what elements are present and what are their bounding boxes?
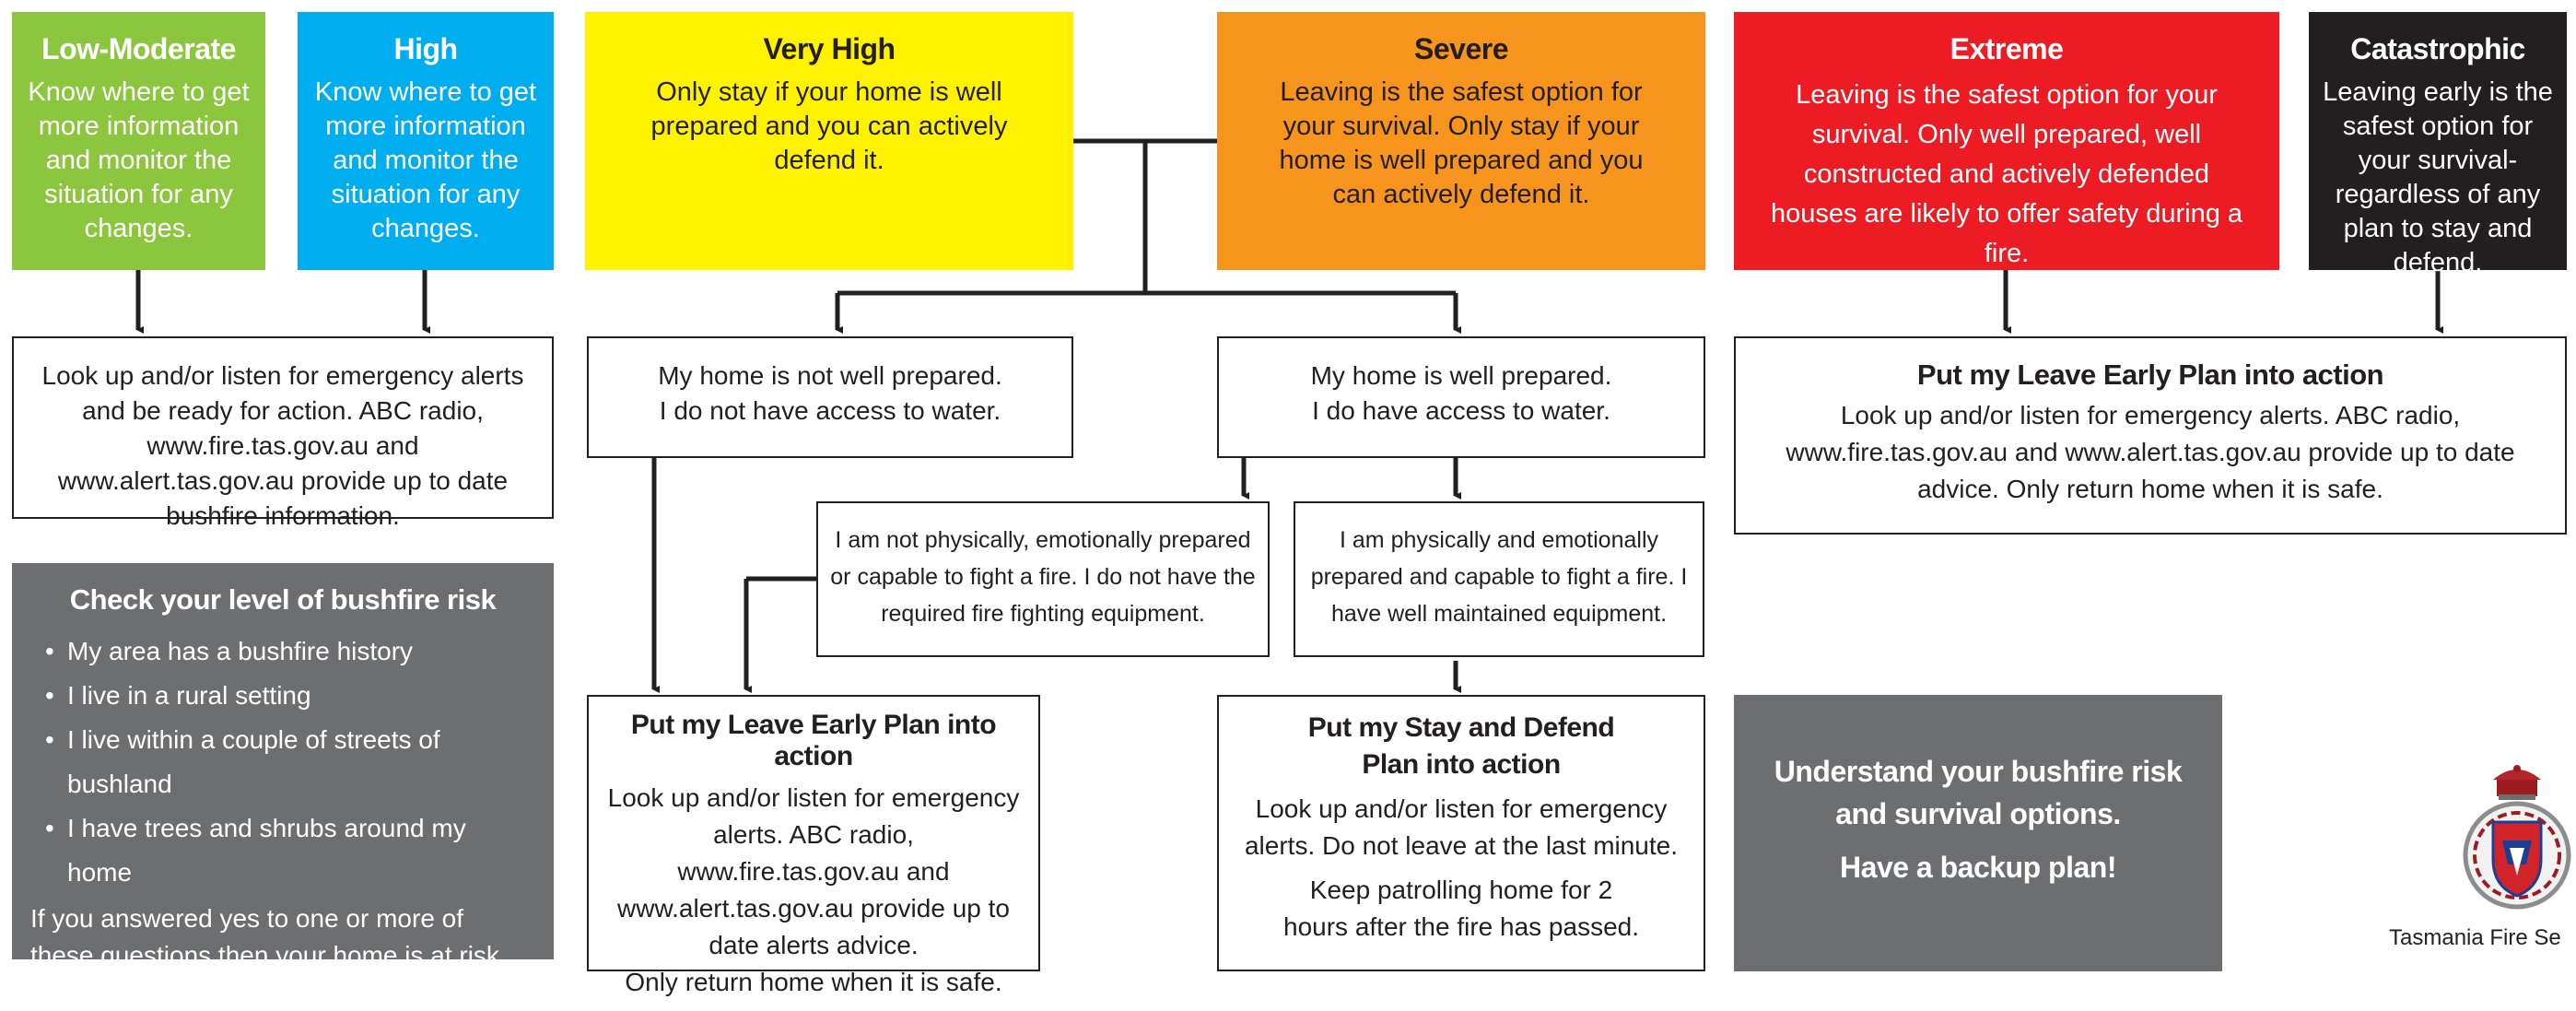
risk-check-item: I live in a rural setting [30,674,535,718]
level-description: Leaving is the safest option for your su… [1770,80,2243,268]
level-extreme: Extreme Leaving is the safest option for… [1734,12,2279,270]
risk-check-panel: Check your level of bushfire risk My are… [12,563,554,1006]
risk-check-item: I live within a couple of streets of bus… [30,718,535,806]
action-text: Look up and/or listen for emergency aler… [41,361,524,530]
lowhigh-action-box: Look up and/or listen for emergency aler… [12,336,554,530]
leave-early-right-title: Put my Leave Early Plan into action [1916,359,2384,391]
risk-check-title: Check your level of bushfire risk [69,583,497,616]
leave-early-body: Look up and/or listen for emergency aler… [607,783,1020,959]
level-title: Very High [763,32,896,65]
capable-text: I am physically and emotionally prepared… [1310,527,1688,627]
not-capable-box: I am not physically, emotionally prepare… [816,501,1270,657]
level-title: Catastrophic [2350,32,2525,65]
not-prepared-line2: I do not have access to water. [659,396,1001,425]
prepared-line1: My home is well prepared. [1310,361,1612,390]
level-description: Know where to get more information and m… [28,77,250,243]
level-low-moderate: Low-Moderate Know where to get more info… [12,12,265,270]
stay-defend-plan-box: Put my Stay and Defend Plan into action … [1217,695,1705,971]
laurel-shield-icon [2463,801,2571,910]
leave-early-title: Put my Leave Early Plan into action [630,710,997,771]
level-catastrophic: Catastrophic Leaving early is the safest… [2309,12,2567,277]
understand-line2: Have a backup plan! [1840,851,2116,884]
stay-defend-body: Look up and/or listen for emergency aler… [1244,794,1679,860]
crown-icon [2493,765,2541,800]
level-severe: Severe Leaving is the safest option for … [1217,12,1705,270]
not-prepared-line1: My home is not well prepared. [658,361,1002,390]
leave-early-plan-right-box: Put my Leave Early Plan into action Look… [1734,336,2567,535]
understand-line1: Understand your bushfire risk and surviv… [1774,755,2183,830]
logo-label: Tasmania Fire Se [2389,925,2561,950]
prepared-box: My home is well prepared. I do have acce… [1217,336,1705,458]
level-title: Severe [1414,32,1508,65]
understand-risk-panel: Understand your bushfire risk and surviv… [1734,695,2222,971]
leave-early-right-body: Look up and/or listen for emergency aler… [1786,401,2515,503]
not-prepared-box: My home is not well prepared. I do not h… [587,336,1073,458]
not-capable-text: I am not physically, emotionally prepare… [830,527,1256,627]
level-very-high: Very High Only stay if your home is well… [585,12,1073,270]
prepared-line2: I do have access to water. [1312,396,1610,425]
risk-check-item: I have trees and shrubs around my home [30,806,535,895]
tasmania-fire-service-logo [2463,765,2571,910]
level-description: Know where to get more information and m… [314,77,537,243]
level-description: Leaving is the safest option for your su… [1279,77,1644,209]
risk-check-footer: If you answered yes to one or more of th… [30,904,499,1006]
connector-lines [135,138,2443,693]
risk-check-list: My area has a bushfire history I live in… [30,629,535,895]
level-high: High Know where to get more information … [298,12,554,270]
leave-early-footer: Only return home when it is safe. [625,968,1002,996]
level-title: Extreme [1950,32,2064,65]
level-description: Only stay if your home is well prepared … [650,77,1008,175]
risk-check-item: My area has a bushfire history [30,629,535,674]
stay-defend-footer: Keep patrolling home for 2 hours after t… [1283,876,1639,941]
level-title: High [393,32,458,65]
leave-early-plan-box: Put my Leave Early Plan into action Look… [587,695,1040,996]
level-description: Leaving early is the safest option for y… [2323,77,2553,277]
stay-defend-title: Put my Stay and Defend Plan into action [1307,712,1615,780]
capable-box: I am physically and emotionally prepared… [1294,501,1704,657]
level-title: Low-Moderate [41,32,236,65]
